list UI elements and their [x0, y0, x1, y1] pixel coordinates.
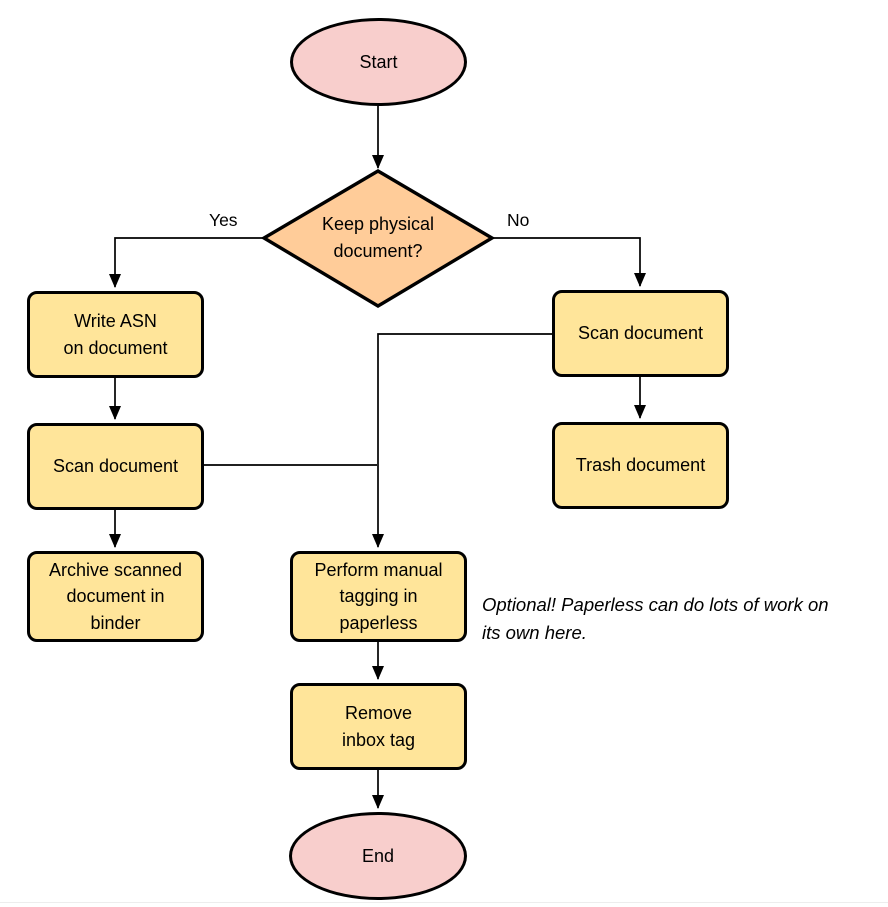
- node-archive-scanned-document: Archive scanned document in binder: [27, 551, 204, 642]
- decision-diamond-shape: [260, 169, 496, 308]
- edge-label-yes: Yes: [209, 210, 238, 230]
- optional-note: Optional! Paperless can do lots of work …: [482, 594, 829, 643]
- edge-label-no: No: [507, 210, 530, 230]
- edge-decision-no-to-scan-right: [492, 237, 646, 287]
- edge-scan-right-to-tagging: [372, 333, 552, 548]
- node-perform-manual-tagging: Perform manual tagging in paperless: [290, 551, 467, 642]
- node-scan-document-left: Scan document: [27, 423, 204, 510]
- node-keep-physical-document: Keep physical document?: [321, 214, 435, 261]
- node-trash-document: Trash document: [552, 422, 729, 509]
- page-bottom-divider: [0, 902, 888, 903]
- edge-decision-yes-to-write-asn: [109, 237, 264, 288]
- node-scan-document-right: Scan document: [552, 290, 729, 377]
- node-end: End: [289, 812, 467, 900]
- node-remove-inbox-tag: Remove inbox tag: [290, 683, 467, 770]
- node-start: Start: [290, 18, 467, 106]
- node-write-asn-on-document: Write ASN on document: [27, 291, 204, 378]
